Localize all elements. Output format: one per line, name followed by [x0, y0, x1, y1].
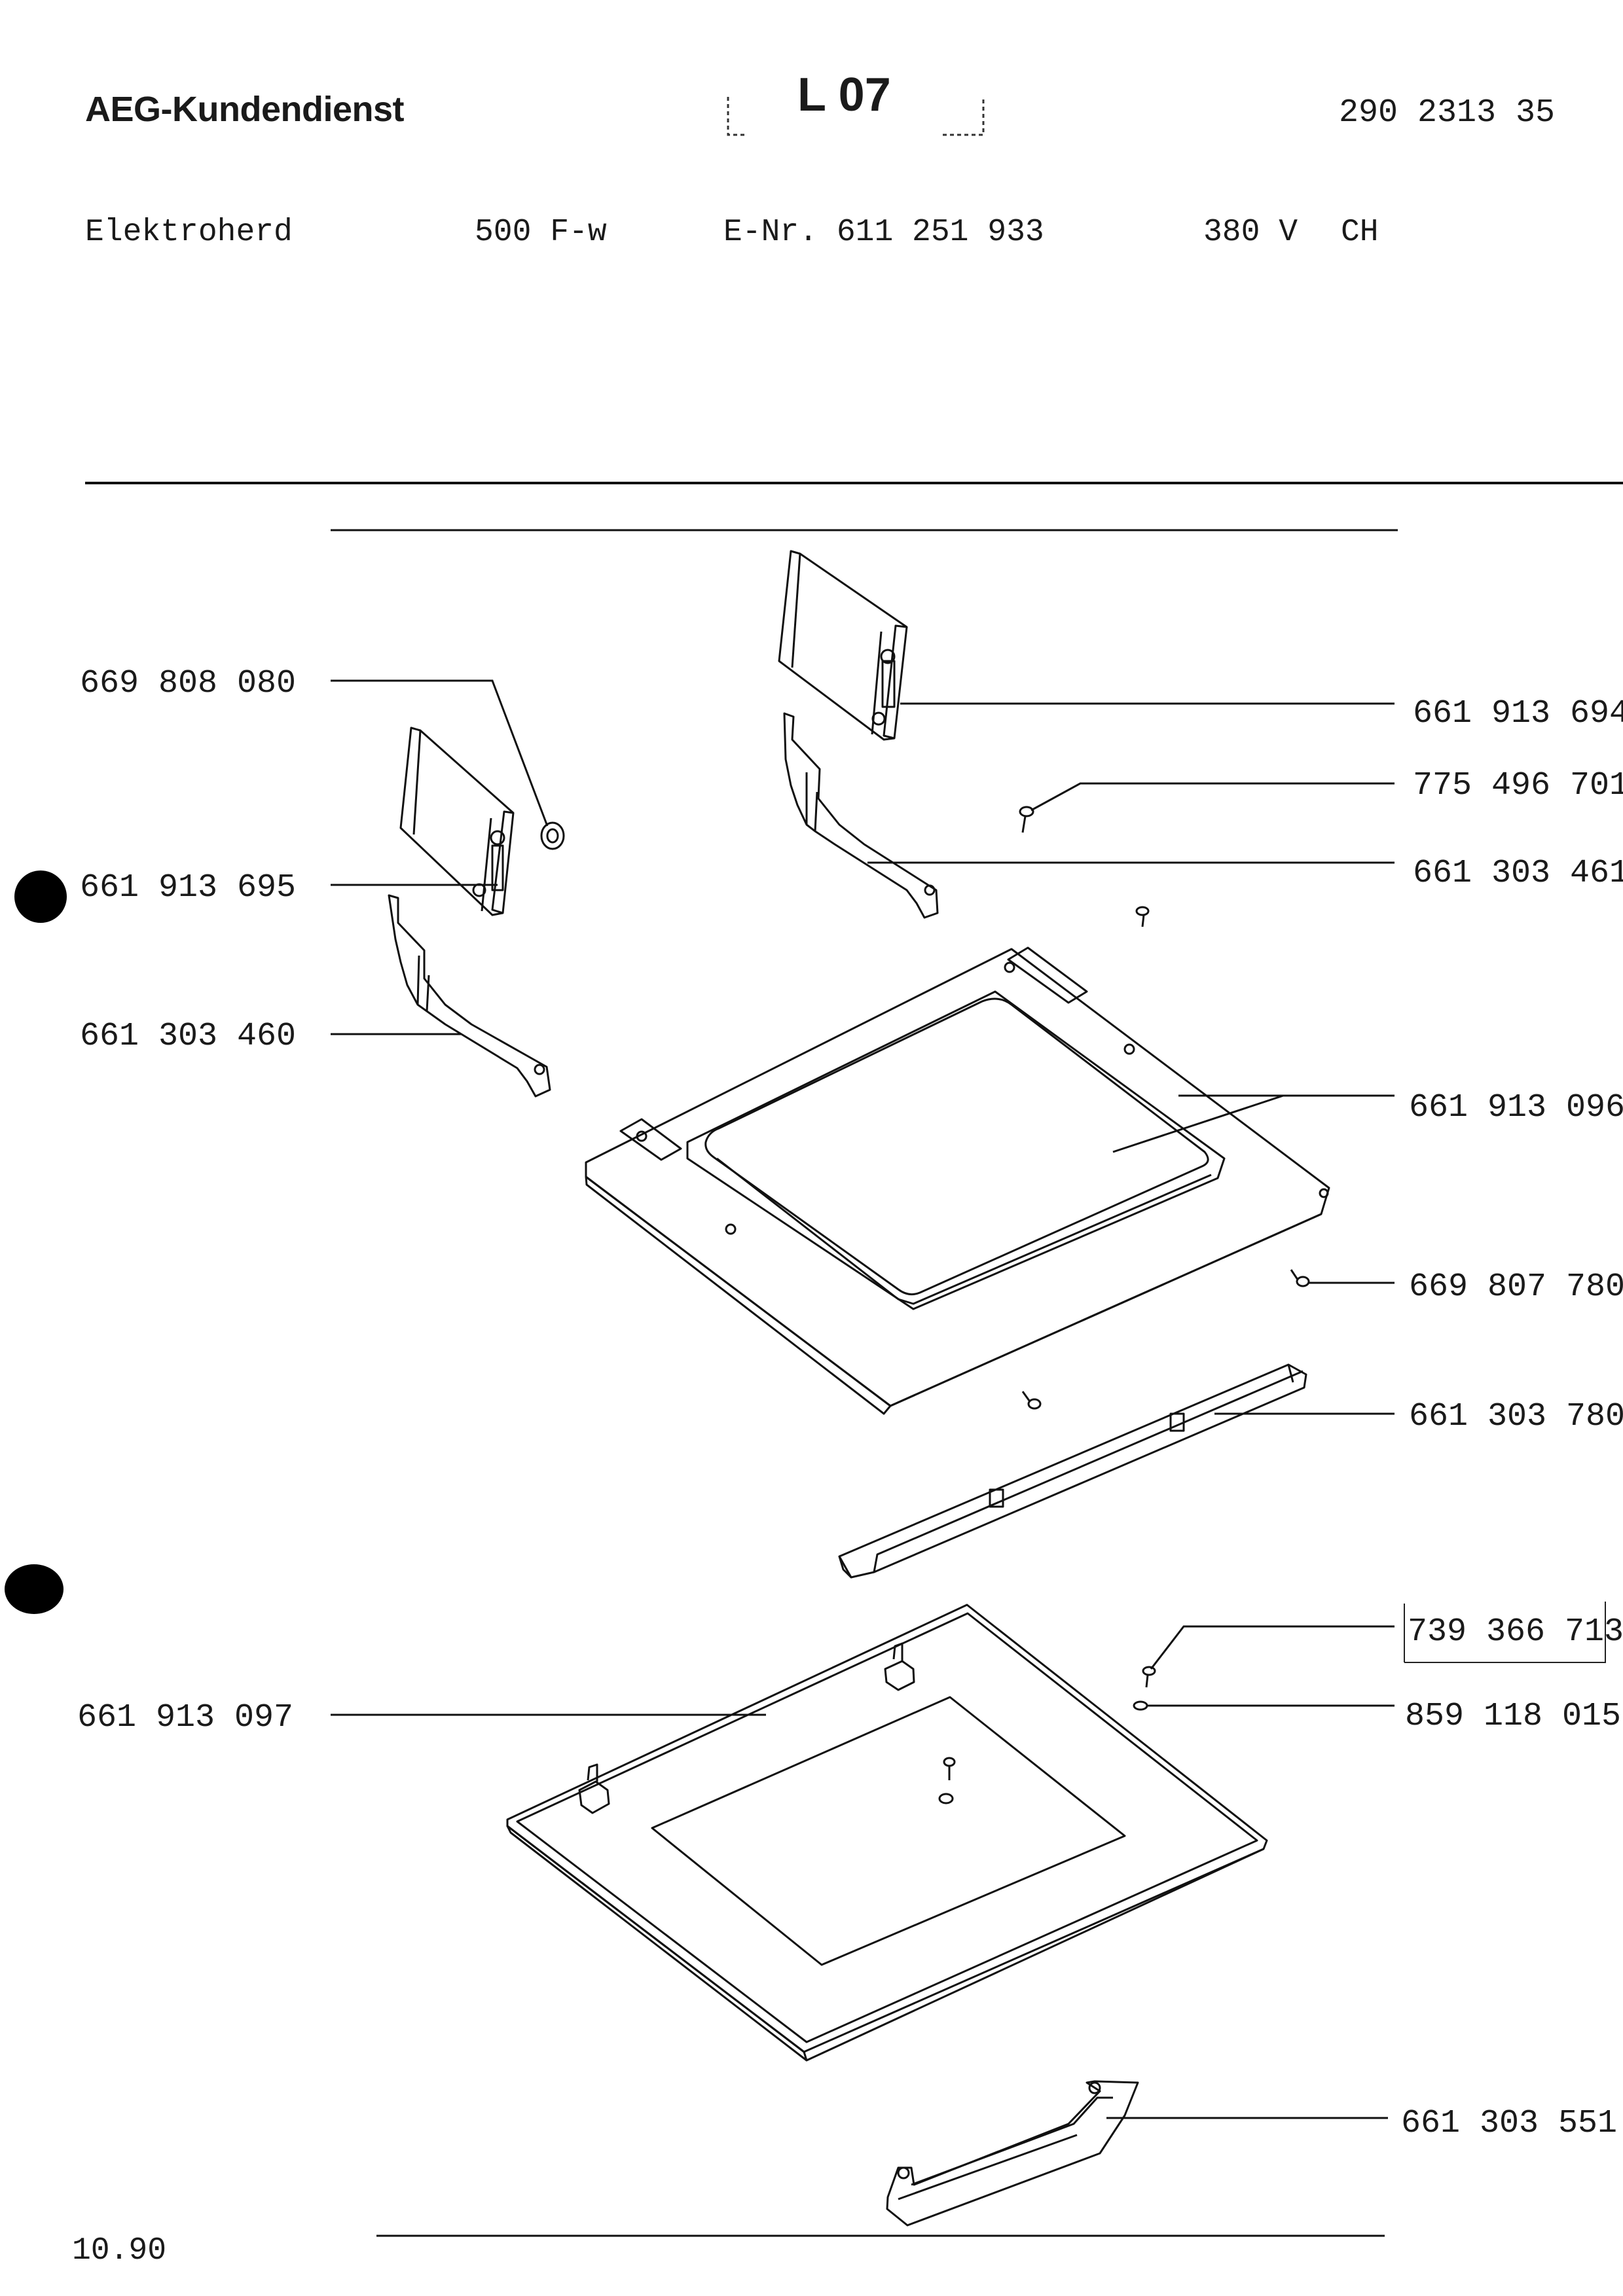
washer	[540, 821, 565, 850]
door-strip	[838, 1363, 1307, 1579]
appliance-voltage: 380 V	[1203, 215, 1298, 250]
washer-859-118-015	[1133, 1700, 1148, 1711]
part-775-496-701: 775 496 701	[1413, 767, 1623, 804]
revision-date: 10.90	[72, 2233, 167, 2269]
sheet-code-bracket-right	[943, 97, 985, 136]
screw-on-glass	[943, 1757, 956, 1780]
hinge-arm-left	[388, 894, 551, 1098]
part-661-913-694: 661 913 694	[1413, 695, 1623, 732]
part-661-303-461: 661 303 461	[1413, 855, 1623, 892]
sheet-code-bracket-left	[727, 97, 746, 136]
hinge-cover-right	[778, 550, 908, 741]
hinge-arm-right	[783, 712, 939, 919]
screw-739-366-713	[1142, 1666, 1156, 1688]
part-669-807-780: 669 807 780	[1409, 1268, 1623, 1306]
leader-775-496-701	[1030, 782, 1395, 812]
appliance-type: Elektroherd	[85, 215, 293, 250]
part-859-118-015: 859 118 015	[1405, 1698, 1622, 1735]
outer-door-glass	[506, 1604, 1268, 2062]
punch-hole-bottom	[5, 1564, 64, 1614]
part-661-303-551: 661 303 551	[1401, 2105, 1618, 2142]
brand-title: AEG-Kundendienst	[85, 90, 405, 129]
screw-669-807-780	[1290, 1269, 1310, 1287]
part-661-303-460: 661 303 460	[80, 1018, 297, 1055]
part-661-913-096: 661 913 096	[1409, 1089, 1623, 1126]
sheet-code: L 07	[797, 69, 891, 121]
part-661-913-695: 661 913 695	[80, 869, 297, 906]
part-661-913-097: 661 913 097	[77, 1699, 294, 1736]
screw-775-496-701	[1019, 806, 1034, 833]
label-box-739-366-713	[1404, 1602, 1606, 1663]
punch-hole-top	[14, 870, 67, 923]
leader-lines	[331, 679, 1395, 2119]
door-handle	[886, 2080, 1139, 2227]
leader-739-366-713	[1150, 1625, 1395, 1670]
appliance-model: 500 F-w	[475, 215, 607, 250]
document-number: 290 2313 35	[1339, 94, 1556, 132]
appliance-country: CH	[1341, 215, 1379, 250]
door-inner-panel	[585, 946, 1330, 1415]
part-669-808-080: 669 808 080	[80, 665, 297, 702]
hinge-cover-left	[399, 726, 515, 916]
screw-under-panel	[1021, 1391, 1042, 1410]
leader-669-808-080	[331, 679, 549, 827]
screw-upper-loose	[1135, 906, 1150, 927]
part-739-366-713: 739 366 713	[1408, 1613, 1623, 1651]
part-661-303-780: 661 303 780	[1409, 1398, 1623, 1435]
leader-661-913-096	[1112, 1094, 1395, 1153]
appliance-e-nr: E-Nr. 611 251 933	[723, 215, 1044, 250]
